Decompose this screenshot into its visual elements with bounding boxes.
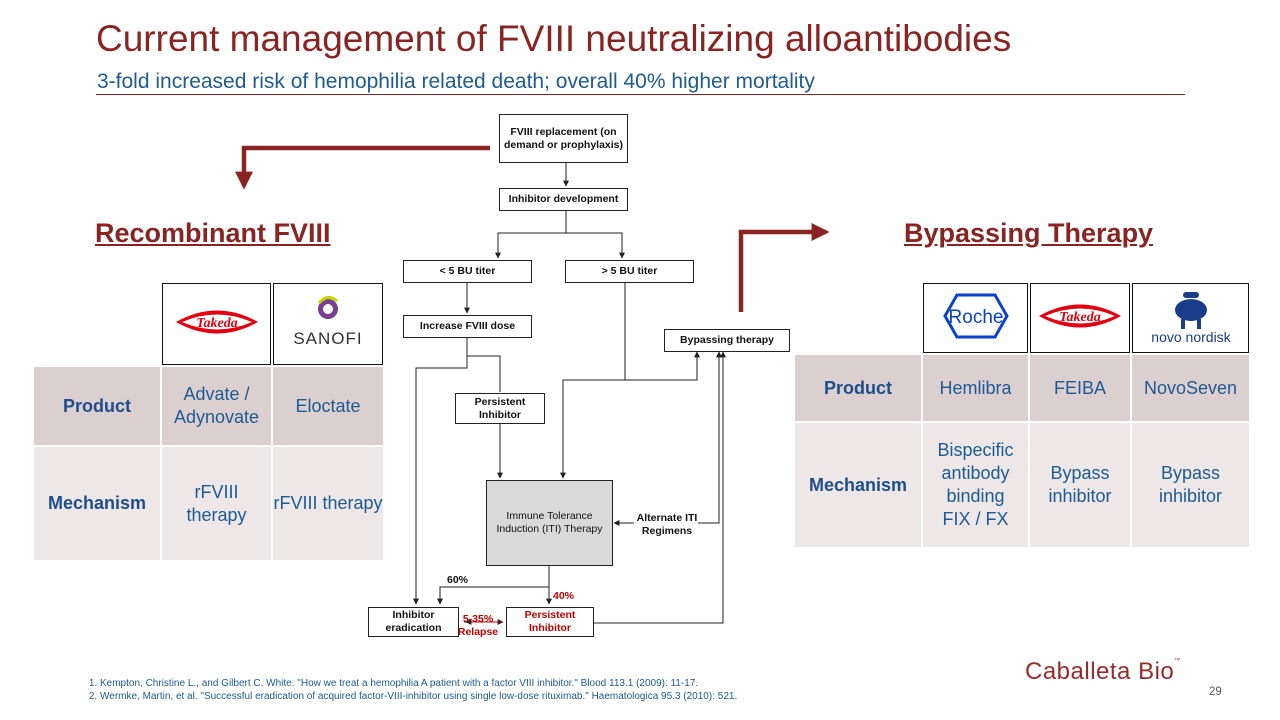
takeda-logo-cell: Takeda (1030, 283, 1130, 353)
red-arrow-left (235, 145, 490, 190)
takeda-logo-icon: Takeda (1039, 304, 1121, 327)
novo-nordisk-logo-cell: novo nordisk (1132, 283, 1249, 353)
inhibitor-development-box: Inhibitor development (499, 188, 628, 211)
svg-text:Takeda: Takeda (196, 316, 237, 331)
iti-therapy-box: Immune Tolerance Induction (ITI) Therapy (486, 480, 613, 566)
brand-logo: Caballeta Bio™ (1025, 658, 1181, 686)
sanofi-logo-icon: SANOFI (293, 295, 362, 348)
footnote-1: Kempton, Christine L., and Gilbert C. Wh… (100, 677, 737, 690)
mechanism-novoseven: Bypass inhibitor (1132, 423, 1249, 547)
product-advate: Advate / Adynovate (162, 367, 271, 445)
product-hemlibra: Hemlibra (923, 355, 1028, 421)
recombinant-fviii-heading: Recombinant FVIII (95, 218, 331, 248)
inhibitor-eradication-box: Inhibitor eradication (368, 607, 459, 637)
svg-text:novo nordisk: novo nordisk (1151, 329, 1231, 345)
novo-nordisk-logo-icon: novo nordisk (1151, 291, 1231, 345)
product-row-label: Product (34, 367, 160, 445)
alternate-iti-label: Alternate ITI Regimens (636, 512, 698, 537)
footnote-2: Wermke, Martin, et al. "Successful eradi… (100, 690, 737, 703)
blank-corner-cell (795, 283, 921, 353)
sanofi-logo-cell: SANOFI (273, 283, 383, 365)
pct-40-label: 40% (553, 590, 575, 602)
brand-name: Caballeta Bio (1025, 658, 1175, 685)
blank-corner-cell (34, 283, 160, 365)
low-titer-box: < 5 BU titer (403, 260, 532, 283)
product-row-label: Product (795, 355, 921, 421)
mechanism-hemlibra: Bispecific antibody binding FIX / FX (923, 423, 1028, 547)
title-divider (96, 94, 1185, 95)
bypassing-therapy-box: Bypassing therapy (664, 329, 790, 352)
red-arrow-right (738, 223, 830, 312)
relapse-label: 5-35% Relapse (457, 613, 499, 638)
slide-title: Current management of FVIII neutralizing… (96, 18, 1012, 59)
page-number: 29 (1209, 686, 1222, 698)
slide-subtitle: 3-fold increased risk of hemophilia rela… (97, 70, 815, 93)
bypassing-therapy-table: Roche Takeda novo nordisk Product Hemlib… (793, 281, 1251, 549)
footnotes: Kempton, Christine L., and Gilbert C. Wh… (88, 677, 737, 703)
mechanism-row-label: Mechanism (34, 447, 160, 560)
mechanism-eloctate: rFVIII therapy (273, 447, 383, 560)
takeda-logo-cell: Takeda (162, 283, 271, 365)
product-novoseven: NovoSeven (1132, 355, 1249, 421)
takeda-logo-icon: Takeda (175, 310, 258, 333)
mechanism-feiba: Bypass inhibitor (1030, 423, 1130, 547)
product-eloctate: Eloctate (273, 367, 383, 445)
svg-text:Takeda: Takeda (1059, 310, 1100, 325)
mechanism-row-label: Mechanism (795, 423, 921, 547)
increase-fviii-dose-box: Increase FVIII dose (403, 315, 532, 338)
persistent-inhibitor-box-2: Persistent Inhibitor (506, 607, 594, 637)
high-titer-box: > 5 BU titer (565, 260, 694, 283)
roche-logo-cell: Roche (923, 283, 1028, 353)
bypassing-therapy-heading: Bypassing Therapy (904, 218, 1154, 248)
svg-text:SANOFI: SANOFI (293, 329, 362, 348)
product-feiba: FEIBA (1030, 355, 1130, 421)
recombinant-fviii-table: Takeda SANOFI Product Advate / Adynovate… (32, 281, 385, 562)
persistent-inhibitor-box-1: Persistent Inhibitor (455, 393, 545, 424)
pct-60-label: 60% (447, 574, 469, 586)
fviii-replacement-box: FVIII replacement (on demand or prophyla… (499, 114, 628, 163)
svg-text:Roche: Roche (948, 307, 1003, 328)
brand-trademark: ™ (1174, 658, 1181, 664)
mechanism-advate: rFVIII therapy (162, 447, 271, 560)
roche-logo-icon: Roche (942, 293, 1009, 338)
